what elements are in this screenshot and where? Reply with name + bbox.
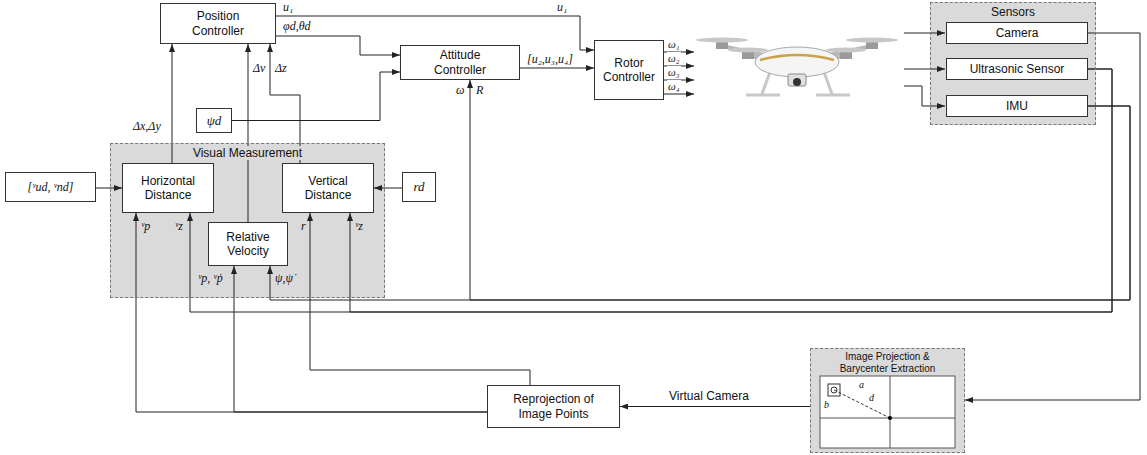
process-box: Ultrasonic Sensor [946, 58, 1088, 80]
process-box: Attitude Controller [400, 45, 520, 80]
signal-label: Δv [252, 62, 266, 75]
signal-arrow [470, 80, 1130, 300]
signal-label: [u₂,u₃,u₄] [526, 53, 574, 66]
signal-arrow [172, 44, 173, 163]
drone-camera-lens [793, 78, 801, 86]
signal-arrow [350, 69, 1112, 312]
process-box: [ᵛud, ᵛnd] [5, 172, 96, 202]
group-heading: Visual Measurement [190, 146, 305, 160]
panel-fill [930, 2, 1096, 125]
drone-motor [716, 42, 728, 49]
box-label: ψd [207, 113, 222, 129]
process-box: ψd [196, 108, 232, 133]
drone-motor [840, 52, 852, 59]
image-plane [820, 376, 955, 448]
signal-label: u₁ [556, 1, 568, 14]
image-plane-figure [820, 376, 955, 448]
group-panel: SensorsCameraUltrasonic SensorIMU [930, 2, 1096, 125]
box-label: Reprojection of Image Points [504, 392, 604, 421]
signal-arrow [190, 69, 1112, 312]
dimension-label: d [868, 392, 875, 403]
signal-arrow [270, 106, 1130, 300]
drone-illustration [696, 38, 898, 96]
process-box: Camera [946, 22, 1088, 44]
signal-arrow [965, 33, 1140, 400]
drone-motor [866, 42, 878, 49]
drone-propeller [826, 48, 866, 53]
signal-label: ᵛp [140, 220, 151, 233]
image-axis [890, 376, 891, 448]
group-heading: Image Projection & Barycenter Extraction [825, 351, 951, 375]
box-label: Relative Velocity [213, 230, 283, 259]
image-center [888, 416, 892, 420]
signal-label: ω [455, 84, 465, 97]
signal-arrow [234, 266, 487, 412]
signal-wires [663, 33, 945, 106]
box-label: IMU [1006, 99, 1028, 113]
box-label: Rotor Controller [599, 56, 659, 85]
drone-body [755, 47, 839, 77]
sensor-wire [904, 86, 945, 106]
distance-line [834, 390, 890, 418]
sensor-wire [904, 33, 945, 34]
signal-arrow [248, 44, 249, 222]
rotor-wire [663, 94, 694, 95]
signal-label: ω₃ [667, 66, 681, 78]
signal-label: Δz [274, 62, 288, 75]
process-box: Rotor Controller [594, 40, 664, 100]
drone-propeller [846, 38, 898, 43]
signal-arrow [276, 36, 400, 55]
signal-arrow [136, 213, 487, 412]
signal-arrow [520, 68, 594, 69]
box-label: Camera [996, 26, 1039, 40]
panel-fill [810, 348, 965, 453]
signal-arrow [96, 188, 122, 189]
signal-label: u₁ [282, 1, 294, 14]
signal-arrow [374, 188, 402, 189]
signal-arrow [232, 72, 400, 121]
drone-landing-gear [746, 72, 850, 95]
process-box: Relative Velocity [208, 222, 288, 266]
box-label: [ᵛud, ᵛnd] [27, 180, 73, 194]
signal-label: φd,θd [282, 20, 312, 33]
signal-label: ω₁ [667, 38, 681, 50]
process-box: IMU [946, 95, 1088, 117]
signal-label: ᵛp, ᵛṗ [197, 272, 224, 285]
box-label: Ultrasonic Sensor [970, 62, 1065, 76]
drone-propeller [728, 48, 768, 53]
dimension-label: a [858, 379, 865, 390]
process-box: Position Controller [160, 3, 276, 44]
signal-arrow [620, 406, 810, 407]
signal-arrow [310, 213, 530, 385]
box-label: rd [413, 179, 424, 195]
signal-label: ᵛz [174, 220, 184, 233]
box-label: Horizontal Distance [128, 174, 208, 203]
signal-label: ω₄ [667, 80, 681, 92]
box-label: Vertical Distance [288, 174, 368, 203]
process-box: Vertical Distance [282, 163, 374, 213]
signal-label: ᵛz [354, 220, 364, 233]
group-panel: Image Projection & Barycenter Extraction [810, 348, 965, 453]
process-box: Horizontal Distance [122, 163, 214, 213]
drone-motor [742, 52, 754, 59]
drone-stripe [760, 55, 834, 60]
signal-label: Δx,Δy [132, 120, 162, 133]
box-label: Attitude Controller [425, 48, 495, 77]
dimension-label: b [823, 399, 830, 410]
signal-label: ψ,ψ̇ [274, 272, 294, 285]
drone-gimbal [788, 74, 806, 86]
signal-label: R [475, 84, 484, 97]
image-axis [820, 418, 955, 419]
signal-label: Virtual Camera [668, 390, 750, 403]
signal-label: r [300, 220, 307, 233]
signal-label: ω₂ [667, 52, 681, 64]
box-label: Position Controller [183, 9, 253, 38]
group-heading: Sensors [988, 5, 1038, 19]
sensor-wire [904, 69, 945, 70]
process-box: rd [402, 172, 436, 202]
drone-propeller [696, 38, 748, 43]
process-box: Reprojection of Image Points [487, 385, 620, 428]
